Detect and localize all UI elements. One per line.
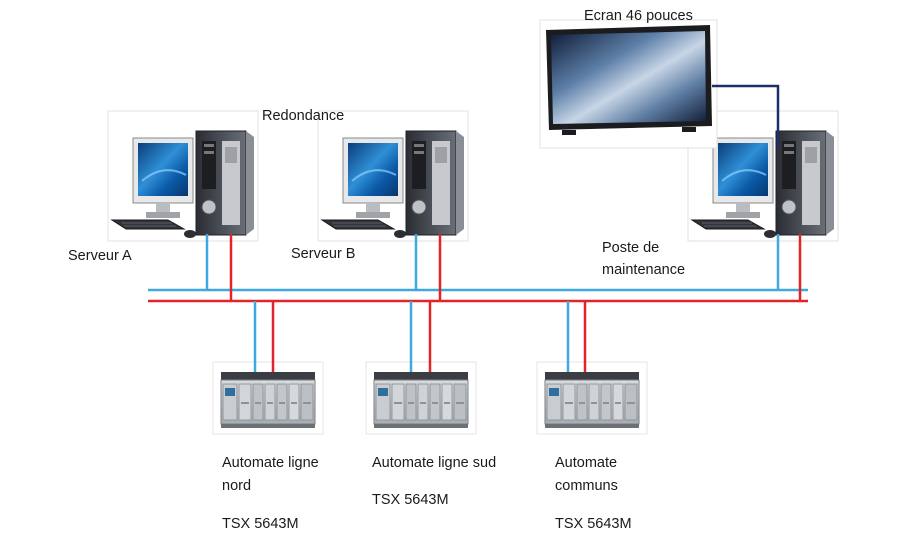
serveur-a-label: Serveur A [68,248,132,264]
automate-communs-line2: communs [555,478,618,494]
plc-rack-sud [365,361,477,435]
poste-label-line1: Poste de [602,240,660,256]
plc-rack-nord [212,361,324,435]
plc-rack-communs [536,361,648,435]
plc-drops [253,301,587,372]
server-a-workstation [107,110,259,242]
workstation-drops [205,234,802,301]
automate-nord-model: TSX 5643M [222,516,299,532]
automate-nord-line2: nord [222,478,252,494]
poste-label-line2: maintenance [602,262,686,278]
automate-sud-line1: Automate ligne sud [372,455,497,471]
display-link [712,84,780,148]
redondance-label: Redondance [262,108,345,124]
serveur-b-label: Serveur B [291,246,356,262]
ecran-label: Ecran 46 pouces [584,8,693,24]
display-screen [539,19,718,149]
server-b-workstation [317,110,469,242]
automate-communs-line1: Automate [555,455,618,471]
automate-nord-line1: Automate ligne [222,455,319,471]
automate-sud-model: TSX 5643M [372,492,449,508]
automate-communs-model: TSX 5643M [555,516,632,532]
